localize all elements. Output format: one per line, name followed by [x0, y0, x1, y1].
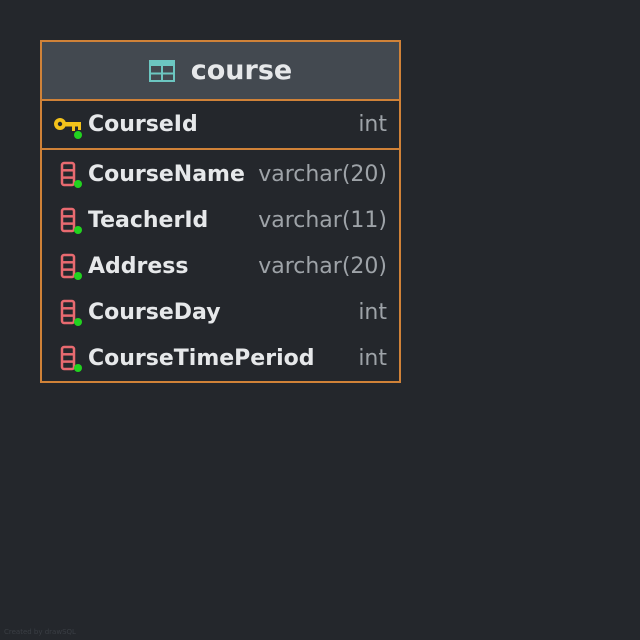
column-type: int: [358, 345, 387, 371]
column-name: CourseTimePeriod: [88, 345, 315, 371]
column-name: CourseName: [88, 161, 245, 187]
column-icon: [53, 251, 83, 281]
column-type: varchar(20): [258, 253, 387, 279]
column-row[interactable]: TeacherId varchar(11): [42, 197, 399, 243]
column-row[interactable]: CourseName varchar(20): [42, 151, 399, 197]
column-name: CourseDay: [88, 299, 221, 325]
entity-header: course: [42, 42, 399, 101]
column-row[interactable]: Address varchar(20): [42, 243, 399, 289]
not-null-indicator: [74, 180, 82, 188]
column-name: Address: [88, 253, 189, 279]
not-null-indicator: [74, 364, 82, 372]
primary-key-row[interactable]: CourseId int: [42, 101, 399, 150]
column-type: varchar(20): [258, 161, 387, 187]
column-icon: [53, 205, 83, 235]
entity-title: course: [190, 55, 293, 86]
column-icon: [53, 297, 83, 327]
column-icon: [53, 159, 83, 189]
column-icon: [53, 343, 83, 373]
column-type: int: [358, 299, 387, 325]
column-type: int: [358, 112, 387, 137]
column-name: TeacherId: [88, 207, 209, 233]
watermark-credit: Created by drawSQL: [4, 628, 76, 636]
column-type: varchar(11): [258, 207, 387, 233]
table-icon: [148, 59, 175, 82]
not-null-indicator: [74, 130, 82, 139]
not-null-indicator: [74, 272, 82, 280]
column-row[interactable]: CourseDay int: [42, 289, 399, 335]
primary-key-icon: [53, 110, 83, 140]
column-name: CourseId: [88, 112, 198, 137]
not-null-indicator: [74, 318, 82, 326]
column-row[interactable]: CourseTimePeriod int: [42, 335, 399, 381]
not-null-indicator: [74, 226, 82, 234]
entity-card-course[interactable]: course CourseId int CourseName varchar(2…: [40, 40, 401, 383]
column-list: CourseName varchar(20) TeacherId varchar…: [42, 150, 399, 381]
